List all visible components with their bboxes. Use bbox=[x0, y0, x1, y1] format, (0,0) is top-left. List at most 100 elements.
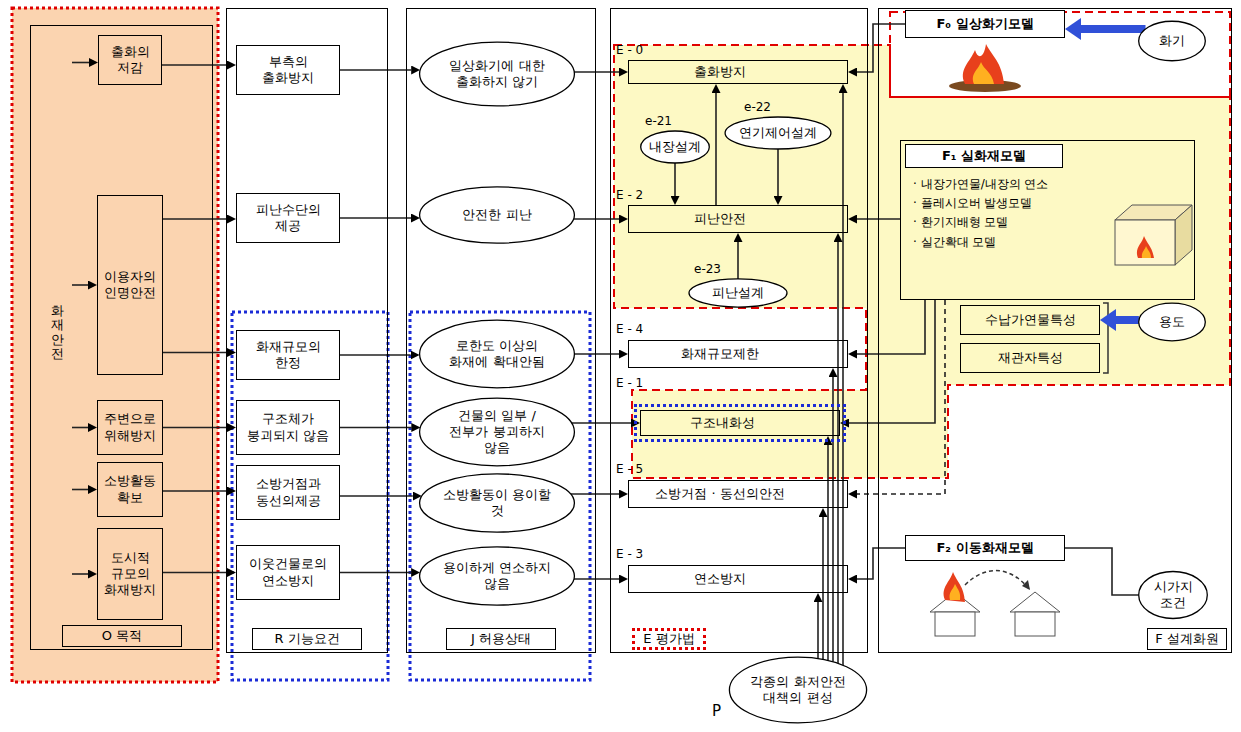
flow-connector bbox=[574, 353, 619, 355]
node-text: 소방활동 확보 bbox=[102, 473, 158, 506]
flow-connector bbox=[822, 517, 824, 659]
group-letter: P bbox=[710, 702, 723, 721]
node-text: 재관자특성 bbox=[998, 350, 1063, 366]
node-text: 피난안전 bbox=[694, 211, 746, 227]
input-ellipse: 시가지 조건 bbox=[1138, 570, 1208, 620]
column-frame: O 목적 화재안전 출화의 저감이용자의 인명안전주변으로 위해방지소방활동 확보도… bbox=[30, 25, 213, 650]
node-text: 일상화기에 대한 출화하지 않기 bbox=[440, 58, 554, 91]
input-arrow bbox=[1081, 25, 1146, 33]
bracket bbox=[1103, 303, 1108, 373]
node-text: 화재규모의 한정 bbox=[241, 339, 335, 372]
flow-connector bbox=[777, 149, 779, 196]
flow-connector bbox=[574, 578, 619, 580]
flow-connector bbox=[1065, 548, 1139, 595]
node-text: 수납가연물특성 bbox=[985, 312, 1076, 328]
flow-connector bbox=[72, 62, 89, 64]
evaluation-box: 출화방지 bbox=[628, 60, 848, 84]
spreading-fire-icon bbox=[930, 571, 1060, 636]
node-text: 구조체가 붕괴되지 않음 bbox=[241, 411, 335, 444]
node-text: 용이하게 연소하지 않음 bbox=[440, 560, 554, 593]
goal-box: 주변으로 위해방지 bbox=[97, 400, 163, 455]
flow-connector bbox=[163, 352, 227, 354]
flame-icon bbox=[949, 44, 1021, 92]
flow-connector bbox=[857, 24, 905, 72]
flow-connector bbox=[162, 64, 227, 66]
node-text: 시가지 조건 bbox=[1148, 579, 1198, 612]
requirement-box: 소방거점과 동선의제공 bbox=[236, 465, 340, 520]
model-title: F₂ 이동화재모델 bbox=[905, 535, 1065, 561]
evaluation-box: 소방거점 · 동선의안전 bbox=[628, 480, 848, 508]
flow-connector bbox=[572, 422, 631, 424]
flow-connector bbox=[674, 163, 676, 196]
evaluation-region bbox=[614, 45, 1230, 478]
flow-connector bbox=[737, 242, 739, 279]
flow-connector bbox=[817, 602, 819, 659]
node-text: 부측의 출화방지 bbox=[241, 54, 335, 87]
node-text: 연기제어설계 bbox=[739, 125, 817, 141]
flow-connector bbox=[340, 69, 411, 71]
node-text: 각종의 화저안전 대책의 편성 bbox=[748, 674, 849, 707]
design-ellipse: 연기제어설계 bbox=[724, 116, 832, 150]
callout-label: E - 1 bbox=[616, 376, 643, 390]
node-text: 피난설계 bbox=[712, 285, 764, 301]
flow-connector bbox=[571, 493, 619, 495]
bullet-item: · 실간확대 모델 bbox=[913, 233, 1103, 252]
input-ellipse: 화기 bbox=[1138, 20, 1206, 62]
node-text: 소방거점 · 동선의안전 bbox=[655, 486, 784, 502]
flow-connector bbox=[340, 495, 413, 497]
evaluation-box: 화재규모제한 bbox=[628, 340, 848, 368]
flow-connector bbox=[857, 300, 945, 494]
objective-frame bbox=[12, 8, 218, 682]
flow-connector bbox=[72, 573, 88, 575]
node-text: 구조내화성 bbox=[690, 415, 755, 431]
node-text: 로한도 이상의 화재에 확대안됨 bbox=[440, 338, 554, 371]
column-label: O 목적 bbox=[62, 625, 182, 647]
flow-connector bbox=[72, 284, 88, 286]
state-ellipse: 건물의 일부 /전부가 붕괴하지 않음 bbox=[418, 396, 576, 468]
flow-connector bbox=[340, 217, 411, 219]
flow-connector bbox=[849, 300, 935, 423]
goal-bar: 화재안전 bbox=[42, 40, 72, 625]
flow-connector bbox=[857, 548, 905, 579]
requirement-box: 피난수단의 제공 bbox=[236, 193, 340, 243]
callout-label: E - 4 bbox=[616, 322, 643, 336]
flow-connector bbox=[842, 93, 844, 665]
state-ellipse: 안전한 피난 bbox=[418, 185, 576, 245]
model-panel: F₁ 실화재모델· 내장가연물/내장의 연소· 플레시오버 발생모델· 환기지배… bbox=[900, 140, 1195, 300]
flow-connector bbox=[340, 427, 411, 429]
column-label: F 설계화원 bbox=[1147, 628, 1227, 650]
goal-box: 도시적 규모의 화재방지 bbox=[97, 528, 163, 620]
flow-connector bbox=[340, 572, 411, 574]
goal-box: 출화의 저감 bbox=[98, 35, 162, 85]
callout-label: e-22 bbox=[744, 100, 771, 114]
column-frame: E 평가법 출화방지내장설계 연기제어설계피난안전피난설계화재규모제한구조내화성소방… bbox=[610, 8, 868, 653]
node-text: 출화의 저감 bbox=[103, 44, 157, 77]
state-ellipse: 용이하게 연소하지 않음 bbox=[418, 545, 576, 607]
flow-connector bbox=[715, 93, 717, 205]
callout-label: E - 2 bbox=[616, 188, 643, 202]
callout-label: E - 0 bbox=[616, 43, 643, 57]
node-text: 화재규모제한 bbox=[681, 346, 759, 362]
node-text: 연소방지 bbox=[694, 571, 746, 587]
bullet-item: · 내장가연물/내장의 연소 bbox=[913, 175, 1103, 194]
state-ellipse: 로한도 이상의 화재에 확대안됨 bbox=[418, 318, 576, 390]
callout-label: E - 3 bbox=[616, 547, 643, 561]
design-ellipse: 피난설계 bbox=[688, 278, 788, 308]
design-ellipse: 내장설계 bbox=[640, 130, 710, 164]
node-text: F₀ 일상화기모델 bbox=[936, 16, 1033, 32]
model-title: F₁ 실화재모델 bbox=[905, 144, 1063, 168]
goal-box: 소방활동 확보 bbox=[97, 462, 163, 517]
column-label: E 평가법 bbox=[632, 628, 706, 650]
node-text: 피난수단의 제공 bbox=[241, 202, 335, 235]
node-text: 이용자의 인명안전 bbox=[102, 269, 158, 302]
column-label: R 기능요건 bbox=[252, 628, 362, 650]
flow-connector bbox=[163, 490, 227, 492]
bullet-item: · 환기지배형 모델 bbox=[913, 213, 1103, 232]
node-text: 내장설계 bbox=[649, 139, 701, 155]
room-fire-icon bbox=[1115, 205, 1192, 265]
flow-connector bbox=[163, 572, 227, 574]
flow-connector bbox=[832, 377, 834, 662]
input-ellipse: 용도 bbox=[1138, 302, 1206, 342]
node-text: 화재안전 bbox=[51, 304, 64, 361]
